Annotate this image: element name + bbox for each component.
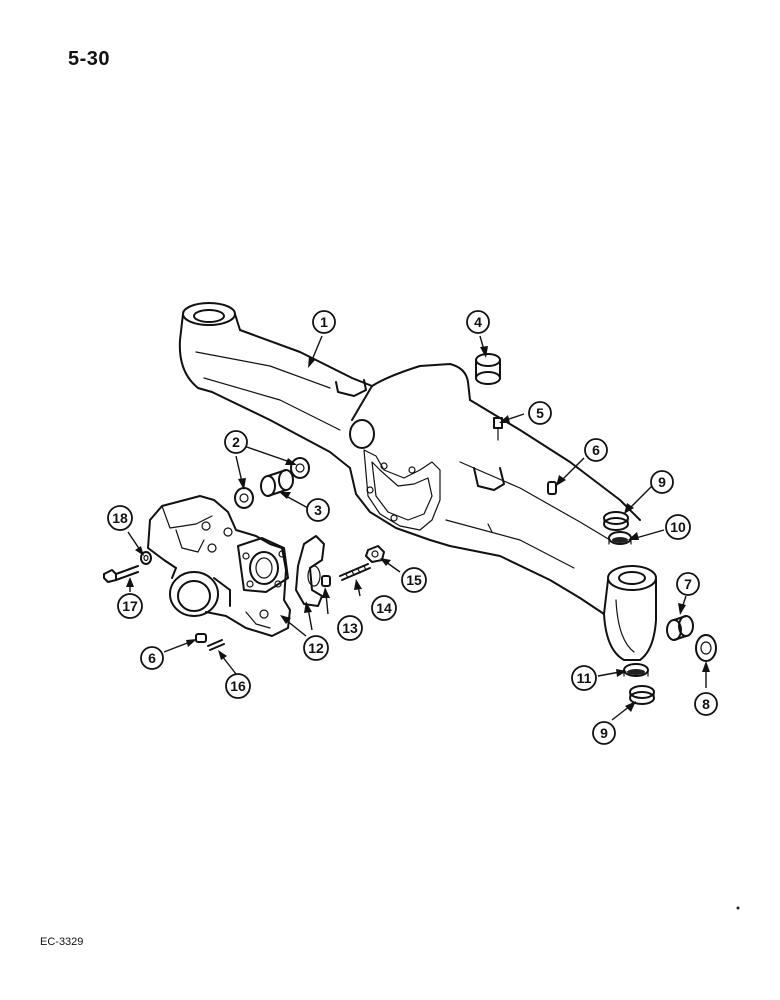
bushing-4 bbox=[475, 353, 501, 385]
callout-label: 7 bbox=[684, 576, 692, 592]
page-number: 5-30 bbox=[68, 48, 111, 70]
callout-9-lower: 9 bbox=[592, 721, 616, 745]
callout-label: 17 bbox=[122, 598, 138, 614]
stud-14 bbox=[339, 563, 371, 581]
callout-label: 6 bbox=[148, 650, 156, 666]
callout-label: 2 bbox=[232, 434, 240, 450]
bushing-9-lower bbox=[629, 685, 655, 705]
callout-label: 5 bbox=[536, 405, 544, 421]
callout-13: 13 bbox=[337, 615, 363, 641]
callout-label: 10 bbox=[670, 519, 686, 535]
washer-8 bbox=[695, 634, 717, 662]
callout-4: 4 bbox=[466, 310, 490, 334]
callout-label: 1 bbox=[320, 314, 328, 330]
callout-label: 14 bbox=[376, 600, 392, 616]
callout-label: 18 bbox=[112, 510, 128, 526]
bushing-7 bbox=[666, 615, 694, 641]
leader-lines bbox=[126, 335, 710, 721]
washer-18 bbox=[140, 551, 152, 565]
callout-label: 9 bbox=[600, 725, 608, 741]
callout-label: 15 bbox=[406, 572, 422, 588]
clamp-12 bbox=[295, 535, 325, 607]
set-screw-6-left bbox=[195, 633, 207, 643]
callout-15: 15 bbox=[401, 567, 427, 593]
callout-6-left: 6 bbox=[140, 646, 164, 670]
callout-18: 18 bbox=[107, 505, 133, 531]
callout-10: 10 bbox=[665, 514, 691, 540]
bushing-3 bbox=[260, 469, 294, 497]
callout-8: 8 bbox=[694, 692, 718, 716]
knuckle-housing bbox=[147, 495, 291, 637]
callout-17: 17 bbox=[117, 593, 143, 619]
seal-10 bbox=[608, 531, 632, 545]
callout-label: 12 bbox=[308, 640, 324, 656]
callout-7: 7 bbox=[676, 572, 700, 596]
callout-6-right: 6 bbox=[584, 438, 608, 462]
callout-label: 13 bbox=[342, 620, 358, 636]
callout-1: 1 bbox=[312, 310, 336, 334]
callout-label: 3 bbox=[314, 502, 322, 518]
washer-2-left bbox=[234, 487, 254, 509]
callout-2: 2 bbox=[224, 430, 248, 454]
bolt-17 bbox=[103, 565, 139, 583]
callout-3: 3 bbox=[306, 498, 330, 522]
callout-16: 16 bbox=[225, 673, 251, 699]
bushing-9-upper bbox=[603, 511, 629, 531]
pin-13 bbox=[321, 575, 331, 587]
speck bbox=[736, 906, 740, 910]
callout-label: 8 bbox=[702, 696, 710, 712]
callout-12: 12 bbox=[303, 635, 329, 661]
callout-label: 11 bbox=[577, 670, 592, 686]
grease-fitting-5 bbox=[493, 417, 503, 441]
callout-label: 16 bbox=[230, 678, 246, 694]
callout-9-upper: 9 bbox=[650, 470, 674, 494]
washer-2-right bbox=[290, 457, 310, 479]
callout-5: 5 bbox=[528, 401, 552, 425]
set-screw-6-right bbox=[547, 481, 557, 495]
seal-11 bbox=[623, 663, 649, 677]
figure-code: EC-3329 bbox=[40, 936, 84, 948]
axle-beam bbox=[178, 302, 657, 661]
callout-14: 14 bbox=[371, 595, 397, 621]
pin-16 bbox=[207, 639, 225, 651]
callout-11: 11 bbox=[571, 665, 597, 691]
callout-label: 4 bbox=[474, 314, 482, 330]
callout-label: 6 bbox=[592, 442, 600, 458]
callout-label: 9 bbox=[658, 474, 666, 490]
